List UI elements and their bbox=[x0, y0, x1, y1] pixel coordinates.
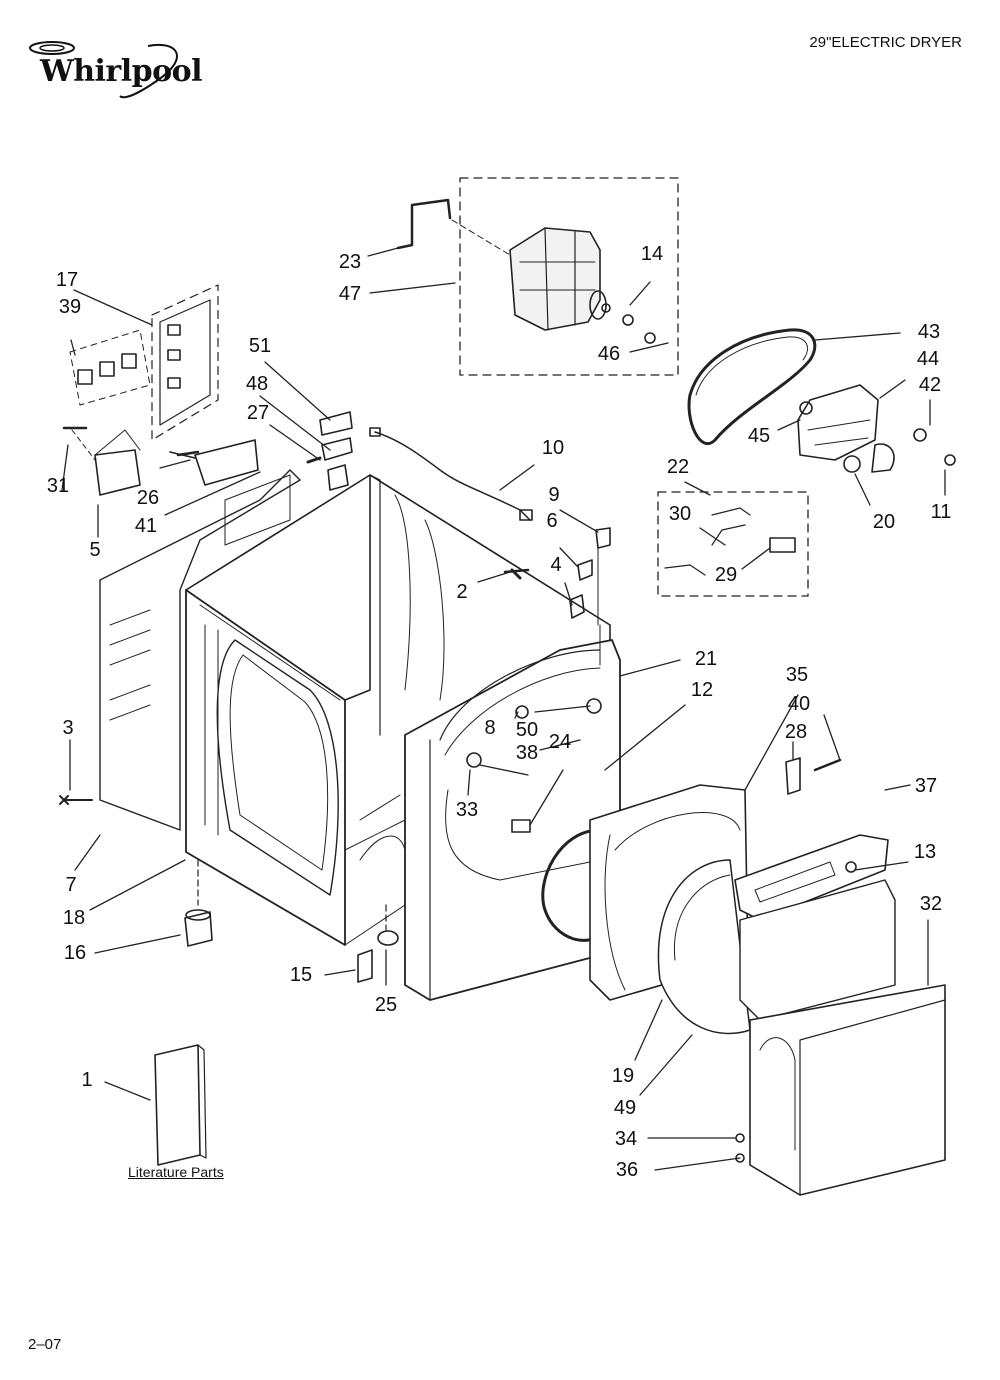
callout-10: 10 bbox=[541, 437, 565, 459]
callout-40: 40 bbox=[787, 693, 811, 715]
literature-parts-label: Literature Parts bbox=[128, 1164, 224, 1180]
callout-38: 38 bbox=[515, 742, 539, 764]
motor-assembly-group bbox=[396, 177, 679, 376]
harness-group bbox=[657, 491, 809, 597]
callout-39: 39 bbox=[58, 296, 82, 318]
brand-name: Whirlpool bbox=[40, 54, 203, 89]
callout-49: 49 bbox=[613, 1097, 637, 1119]
callout-29: 29 bbox=[714, 564, 738, 586]
callout-44: 44 bbox=[916, 348, 940, 370]
callout-25: 25 bbox=[374, 994, 398, 1016]
drive-belt bbox=[687, 328, 817, 445]
callout-8: 8 bbox=[484, 717, 496, 739]
callout-42: 42 bbox=[918, 374, 942, 396]
outer-front-panel bbox=[735, 879, 946, 1196]
callout-33: 33 bbox=[455, 799, 479, 821]
fasteners bbox=[59, 426, 842, 947]
callout-9: 9 bbox=[548, 484, 560, 506]
callout-41: 41 bbox=[134, 515, 158, 537]
callout-28: 28 bbox=[784, 721, 808, 743]
drive-motor bbox=[509, 227, 611, 331]
callout-45: 45 bbox=[747, 425, 771, 447]
callout-23: 23 bbox=[338, 251, 362, 273]
callout-36: 36 bbox=[615, 1159, 639, 1181]
callout-37: 37 bbox=[914, 775, 938, 797]
callout-12: 12 bbox=[690, 679, 714, 701]
door-assembly bbox=[657, 859, 751, 1035]
callout-5: 5 bbox=[89, 539, 101, 561]
callout-35: 35 bbox=[785, 664, 809, 686]
callout-30: 30 bbox=[668, 503, 692, 525]
callout-7: 7 bbox=[65, 874, 77, 896]
rear-panel-parts bbox=[69, 284, 353, 496]
control-console bbox=[734, 834, 889, 921]
callout-46: 46 bbox=[597, 343, 621, 365]
callout-32: 32 bbox=[919, 893, 943, 915]
leader-arrows bbox=[61, 247, 946, 1171]
callout-34: 34 bbox=[614, 1128, 638, 1150]
callout-19: 19 bbox=[611, 1065, 635, 1087]
callout-48: 48 bbox=[245, 373, 269, 395]
callout-1: 1 bbox=[81, 1069, 93, 1091]
wire-harness bbox=[369, 427, 533, 521]
callout-17: 17 bbox=[55, 269, 79, 291]
callout-31: 31 bbox=[46, 475, 70, 497]
revision-code: 2–07 bbox=[28, 1336, 62, 1353]
callout-18: 18 bbox=[62, 907, 86, 929]
callout-43: 43 bbox=[917, 321, 941, 343]
idler-assembly bbox=[797, 384, 956, 473]
front-panel bbox=[404, 527, 621, 1001]
callout-51: 51 bbox=[248, 335, 272, 357]
document-title: 29"ELECTRIC DRYER bbox=[809, 34, 962, 51]
callout-13: 13 bbox=[913, 841, 937, 863]
callout-6: 6 bbox=[546, 510, 558, 532]
callout-20: 20 bbox=[872, 511, 896, 533]
callout-24: 24 bbox=[548, 731, 572, 753]
callout-14: 14 bbox=[640, 243, 664, 265]
callout-47: 47 bbox=[338, 283, 362, 305]
callout-15: 15 bbox=[289, 964, 313, 986]
callout-3: 3 bbox=[62, 717, 74, 739]
callout-50: 50 bbox=[515, 719, 539, 741]
callout-21: 21 bbox=[694, 648, 718, 670]
callout-4: 4 bbox=[550, 554, 562, 576]
logo-swoosh-icon bbox=[29, 41, 178, 99]
callout-27: 27 bbox=[246, 402, 270, 424]
rear-wall-panel bbox=[99, 469, 301, 831]
whirlpool-logo: Whirlpool bbox=[28, 38, 203, 108]
callout-16: 16 bbox=[63, 942, 87, 964]
callout-22: 22 bbox=[666, 456, 690, 478]
callout-26: 26 bbox=[136, 487, 160, 509]
literature-booklet bbox=[154, 1044, 207, 1166]
callout-2: 2 bbox=[456, 581, 468, 603]
callout-11: 11 bbox=[930, 501, 952, 523]
